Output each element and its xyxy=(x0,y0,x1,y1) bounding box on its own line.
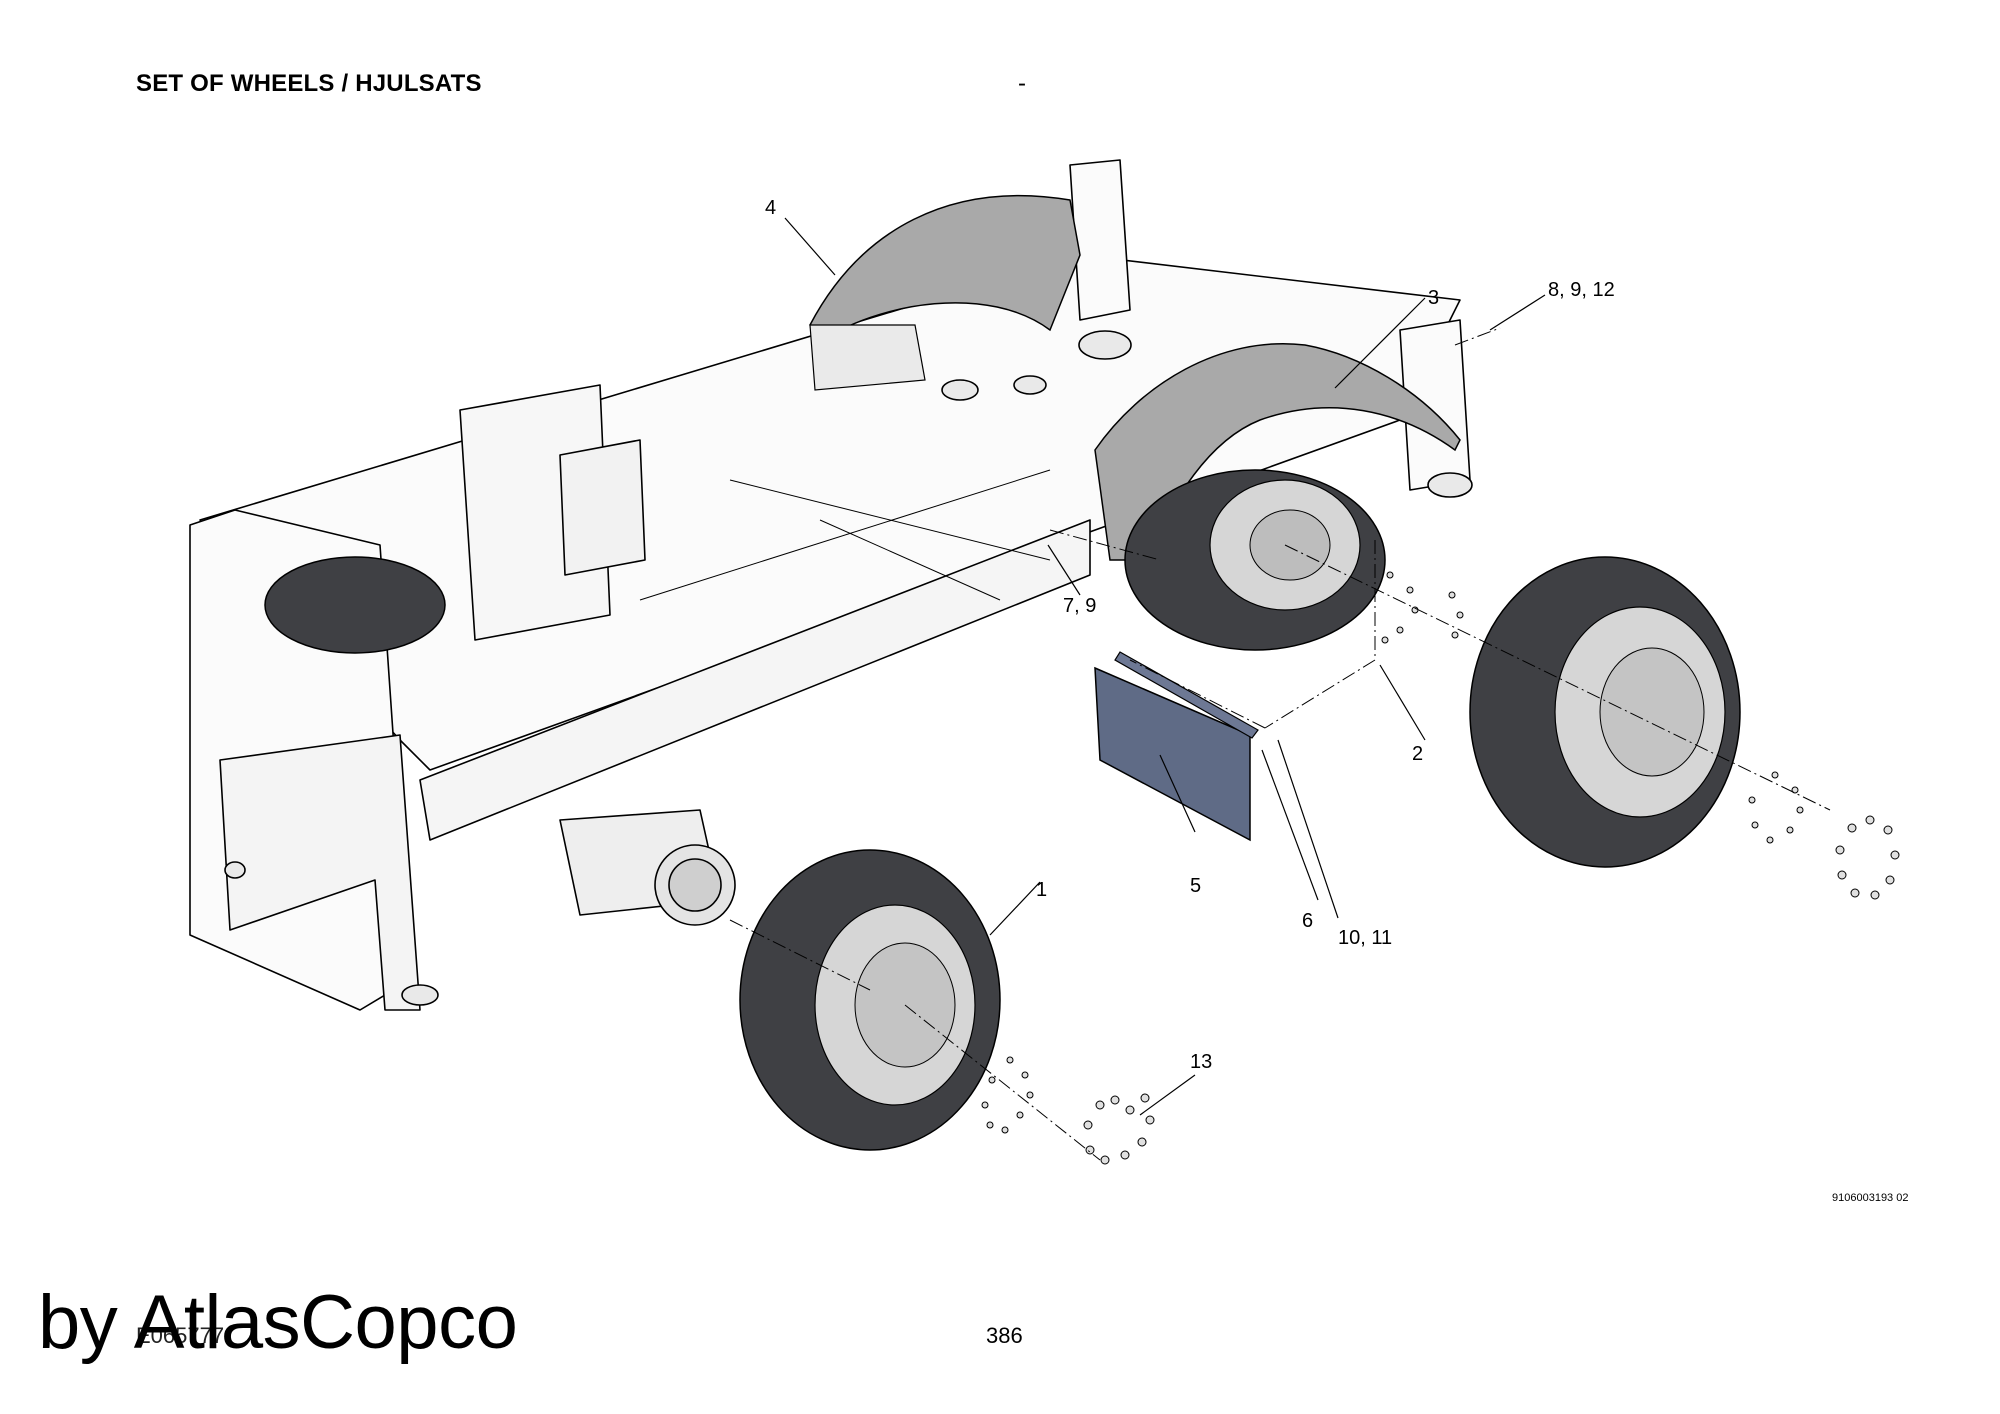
page-number: 386 xyxy=(986,1323,1023,1348)
watermark: by AtlasCopco xyxy=(38,1280,518,1365)
wheel-item-2 xyxy=(1469,556,1741,868)
mudflap xyxy=(1094,651,1259,842)
drawing-reference: 9106003193 02 xyxy=(1832,1192,1909,1204)
wheel-item-1 xyxy=(739,849,1001,1151)
fender-left xyxy=(809,194,1081,391)
callout-5: 5 xyxy=(1190,875,1201,897)
callout-3: 3 xyxy=(1428,287,1439,309)
chassis-frame xyxy=(189,159,1473,1011)
wheel-nuts-front xyxy=(981,1056,1155,1165)
mounted-tire xyxy=(1124,469,1386,651)
leader-lines xyxy=(784,217,1546,1116)
fender-right xyxy=(1094,343,1461,561)
callout-13: 13 xyxy=(1190,1051,1212,1073)
assembly-lines xyxy=(729,327,1831,1161)
rear-left-tire xyxy=(264,556,446,654)
callout-10-11: 10, 11 xyxy=(1338,927,1392,949)
page-title: SET OF WHEELS / HJULSATS xyxy=(136,70,482,97)
callout-4: 4 xyxy=(765,197,776,219)
callout-8-9-12: 8, 9, 12 xyxy=(1548,279,1615,301)
title-dash: - xyxy=(1018,70,1026,97)
wheel-nuts-rear xyxy=(1381,571,1900,900)
callout-6: 6 xyxy=(1302,910,1313,932)
document-number: E065777 xyxy=(136,1323,225,1348)
callout-1: 1 xyxy=(1036,879,1047,901)
callout-2: 2 xyxy=(1412,743,1423,765)
callout-7-9: 7, 9 xyxy=(1063,595,1096,617)
